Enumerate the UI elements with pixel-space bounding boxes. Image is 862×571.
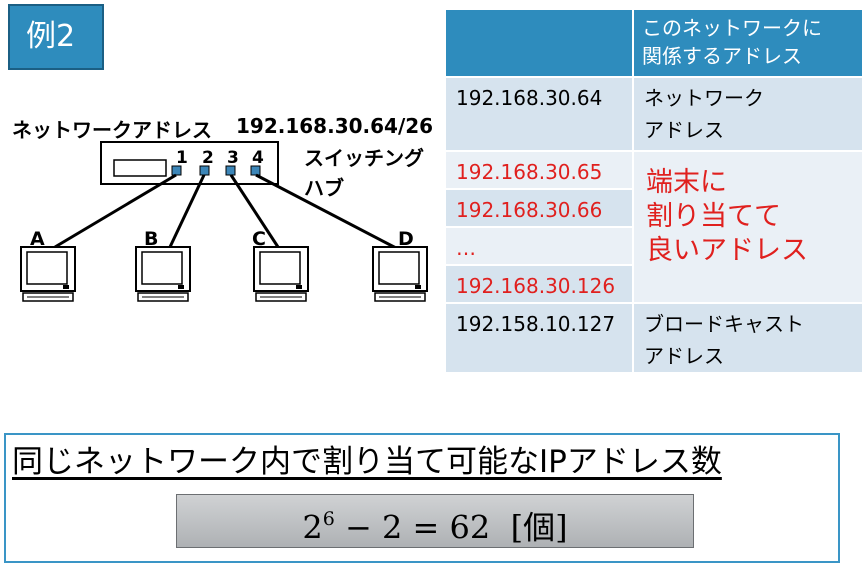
network-address-desc: ネットワーク アドレス — [634, 78, 862, 150]
assignable-line2: 割り当てて — [646, 201, 781, 232]
port-number-1: 1 — [176, 148, 188, 168]
computer-icon-a — [20, 246, 76, 302]
switching-hub-label-line2: ハブ — [304, 176, 344, 200]
computer-icon-d — [372, 246, 428, 302]
port-number-4: 4 — [252, 148, 264, 168]
table-header-cell-1 — [446, 10, 632, 76]
port-number-3: 3 — [227, 148, 239, 168]
network-address-value: 192.168.30.64/26 — [236, 114, 434, 138]
pc-label-a: A — [30, 228, 45, 250]
pc-label-b: B — [144, 228, 158, 250]
assignable-line1: 端末に — [646, 167, 727, 198]
table-header-cell-2: このネットワークに 関係するアドレス — [634, 10, 862, 76]
host-address-cell: 192.168.30.65 — [446, 152, 632, 188]
desc-line1: ネットワーク — [644, 86, 764, 110]
assignable-group: 192.168.30.65 192.168.30.66 … 192.168.30… — [446, 152, 862, 302]
assignable-line3: 良いアドレス — [646, 235, 808, 266]
switching-hub-label-line1: スイッチング — [304, 146, 424, 170]
cable-a — [54, 173, 177, 249]
calculation-frame — [4, 433, 840, 563]
example-label: 例2 — [8, 4, 104, 70]
network-address-cell: 192.168.30.64 — [446, 78, 632, 150]
port-2 — [199, 165, 210, 176]
network-address-label: ネットワークアドレス — [12, 118, 212, 142]
table-header-line1: このネットワークに — [642, 16, 822, 40]
desc-line2: アドレス — [644, 344, 724, 368]
desc-line1: ブロードキャスト — [644, 312, 804, 336]
host-address-cell: 192.168.30.66 — [446, 190, 632, 226]
port-3 — [225, 165, 236, 176]
ellipsis-cell: … — [446, 228, 632, 264]
calculation-title: 同じネットワーク内で割り当て可能なIPアドレス数 — [12, 444, 722, 480]
broadcast-address-cell: 192.158.10.127 — [446, 304, 632, 372]
cable-d — [255, 173, 399, 251]
host-address-cell: 192.168.30.126 — [446, 266, 632, 302]
switch-device: 1 2 3 4 — [100, 141, 279, 185]
table-row: 192.168.30.64 ネットワーク アドレス — [446, 78, 862, 150]
assignable-note: 端末に 割り当てて 良いアドレス — [634, 152, 862, 302]
formula-box: 26 − 2 = 62 [個] — [176, 494, 694, 548]
network-diagram: 1 2 3 4 A B C D — [20, 141, 428, 302]
port-number-2: 2 — [202, 148, 214, 168]
pc-label-c: C — [252, 228, 266, 250]
port-1 — [171, 165, 182, 176]
switching-hub-label: スイッチング ハブ — [304, 143, 424, 203]
broadcast-address-desc: ブロードキャスト アドレス — [634, 304, 862, 372]
pc-label-d: D — [398, 228, 414, 250]
table-header-line2: 関係するアドレス — [642, 44, 802, 68]
formula-exponent: 6 — [322, 508, 335, 530]
computer-icon-c — [253, 246, 309, 302]
table-header-row: このネットワークに 関係するアドレス — [446, 10, 862, 76]
cable-b — [168, 174, 206, 248]
desc-line2: アドレス — [644, 118, 724, 142]
formula-base: 2 — [302, 508, 323, 547]
formula-rest: − 2 = 62 [個] — [334, 508, 568, 547]
cable-c — [229, 174, 280, 248]
port-4 — [250, 165, 261, 176]
table-row: 192.158.10.127 ブロードキャスト アドレス — [446, 304, 862, 372]
computer-icon-b — [135, 246, 191, 302]
